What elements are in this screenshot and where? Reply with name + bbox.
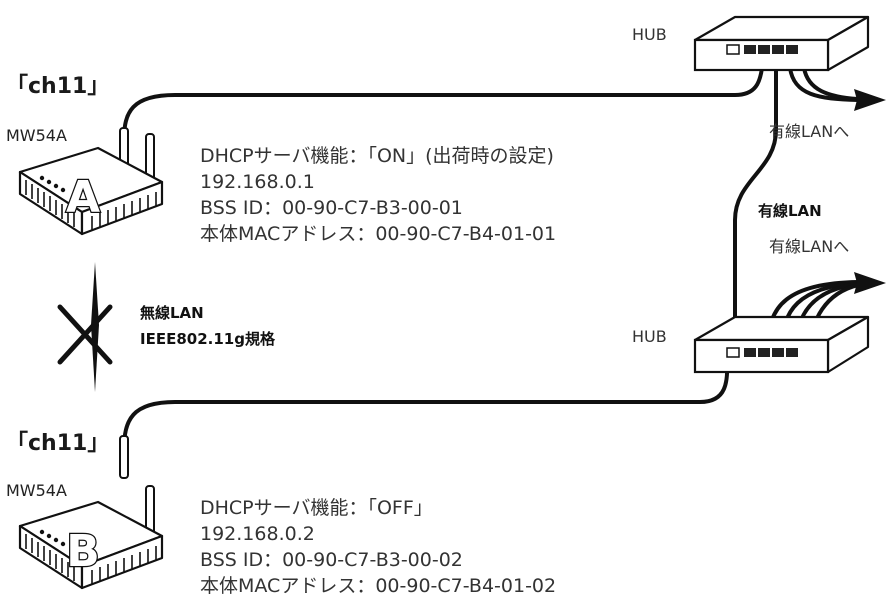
hub-bottom-to-lan-label: 有線LANへ bbox=[769, 237, 849, 256]
router-a-side bbox=[80, 180, 164, 236]
hub-top-port-1 bbox=[744, 45, 756, 54]
router-a-model: MW54A bbox=[6, 126, 67, 145]
wired-lan-label: 有線LAN bbox=[758, 202, 822, 220]
hub-top-to-lan-label: 有線LANへ bbox=[769, 122, 849, 141]
router-a-info-mac: 本体MACアドレス：00-90-C7-B4-01-01 bbox=[200, 223, 556, 245]
router-b-antenna-left bbox=[119, 435, 129, 479]
cable-top-hub-out-1 bbox=[788, 66, 860, 102]
cross-line-2 bbox=[57, 304, 113, 365]
hub-top-port-uplink bbox=[726, 44, 740, 55]
router-b: B bbox=[18, 435, 164, 590]
router-a-letter: A bbox=[66, 172, 100, 223]
cable-a-to-top-hub bbox=[122, 66, 764, 142]
hub-bottom-port-3 bbox=[772, 348, 784, 357]
hub-top bbox=[693, 15, 870, 72]
router-b-leds bbox=[39, 529, 66, 547]
arrow-head-top bbox=[854, 89, 886, 111]
router-b-info-bssid: BSS ID：00-90-C7-B3-00-02 bbox=[200, 549, 463, 571]
hub-bottom-port-2 bbox=[758, 348, 770, 357]
router-a: A bbox=[18, 127, 164, 236]
hub-bottom-port-1 bbox=[744, 348, 756, 357]
router-a-info-bssid: BSS ID：00-90-C7-B3-00-01 bbox=[200, 197, 463, 219]
hub-bottom-port-uplink bbox=[726, 347, 740, 358]
router-a-info-ip: 192.168.0.1 bbox=[200, 171, 315, 193]
cable-b-to-bottom-hub bbox=[122, 348, 730, 452]
hub-top-label: HUB bbox=[632, 25, 667, 44]
hub-top-port-3 bbox=[772, 45, 784, 54]
router-b-info-mac: 本体MACアドレス：00-90-C7-B4-01-02 bbox=[200, 575, 556, 597]
router-b-info-dhcp: DHCPサーバ機能：「OFF」 bbox=[200, 497, 433, 519]
wireless-standard-label: IEEE802.11g規格 bbox=[140, 330, 276, 348]
router-b-model: MW54A bbox=[6, 481, 67, 500]
router-b-info-ip: 192.168.0.2 bbox=[200, 523, 315, 545]
hub-bottom bbox=[693, 315, 870, 374]
cable-hub-to-hub bbox=[733, 66, 778, 352]
wireless-label: 無線LAN bbox=[140, 304, 204, 322]
router-a-channel: 「ch11」 bbox=[6, 74, 109, 99]
router-b-channel: 「ch11」 bbox=[6, 431, 109, 456]
cable-top-hub-out-2 bbox=[802, 66, 860, 101]
hub-bottom-label: HUB bbox=[632, 327, 667, 346]
router-b-side bbox=[80, 534, 164, 590]
router-a-info-dhcp: DHCPサーバ機能：「ON」(出荷時の設定) bbox=[200, 145, 554, 167]
cables bbox=[122, 66, 860, 452]
router-b-vents bbox=[25, 534, 157, 584]
router-a-vents bbox=[25, 180, 157, 230]
router-b-letter: B bbox=[66, 526, 100, 577]
hub-top-front bbox=[693, 38, 830, 72]
hub-bottom-port-4 bbox=[786, 348, 798, 357]
hub-top-port-2 bbox=[758, 45, 770, 54]
router-a-leds bbox=[39, 175, 66, 193]
arrow-head-bottom bbox=[854, 272, 886, 294]
hub-top-port-4 bbox=[786, 45, 798, 54]
wireless-link-blocked-icon bbox=[57, 262, 113, 392]
